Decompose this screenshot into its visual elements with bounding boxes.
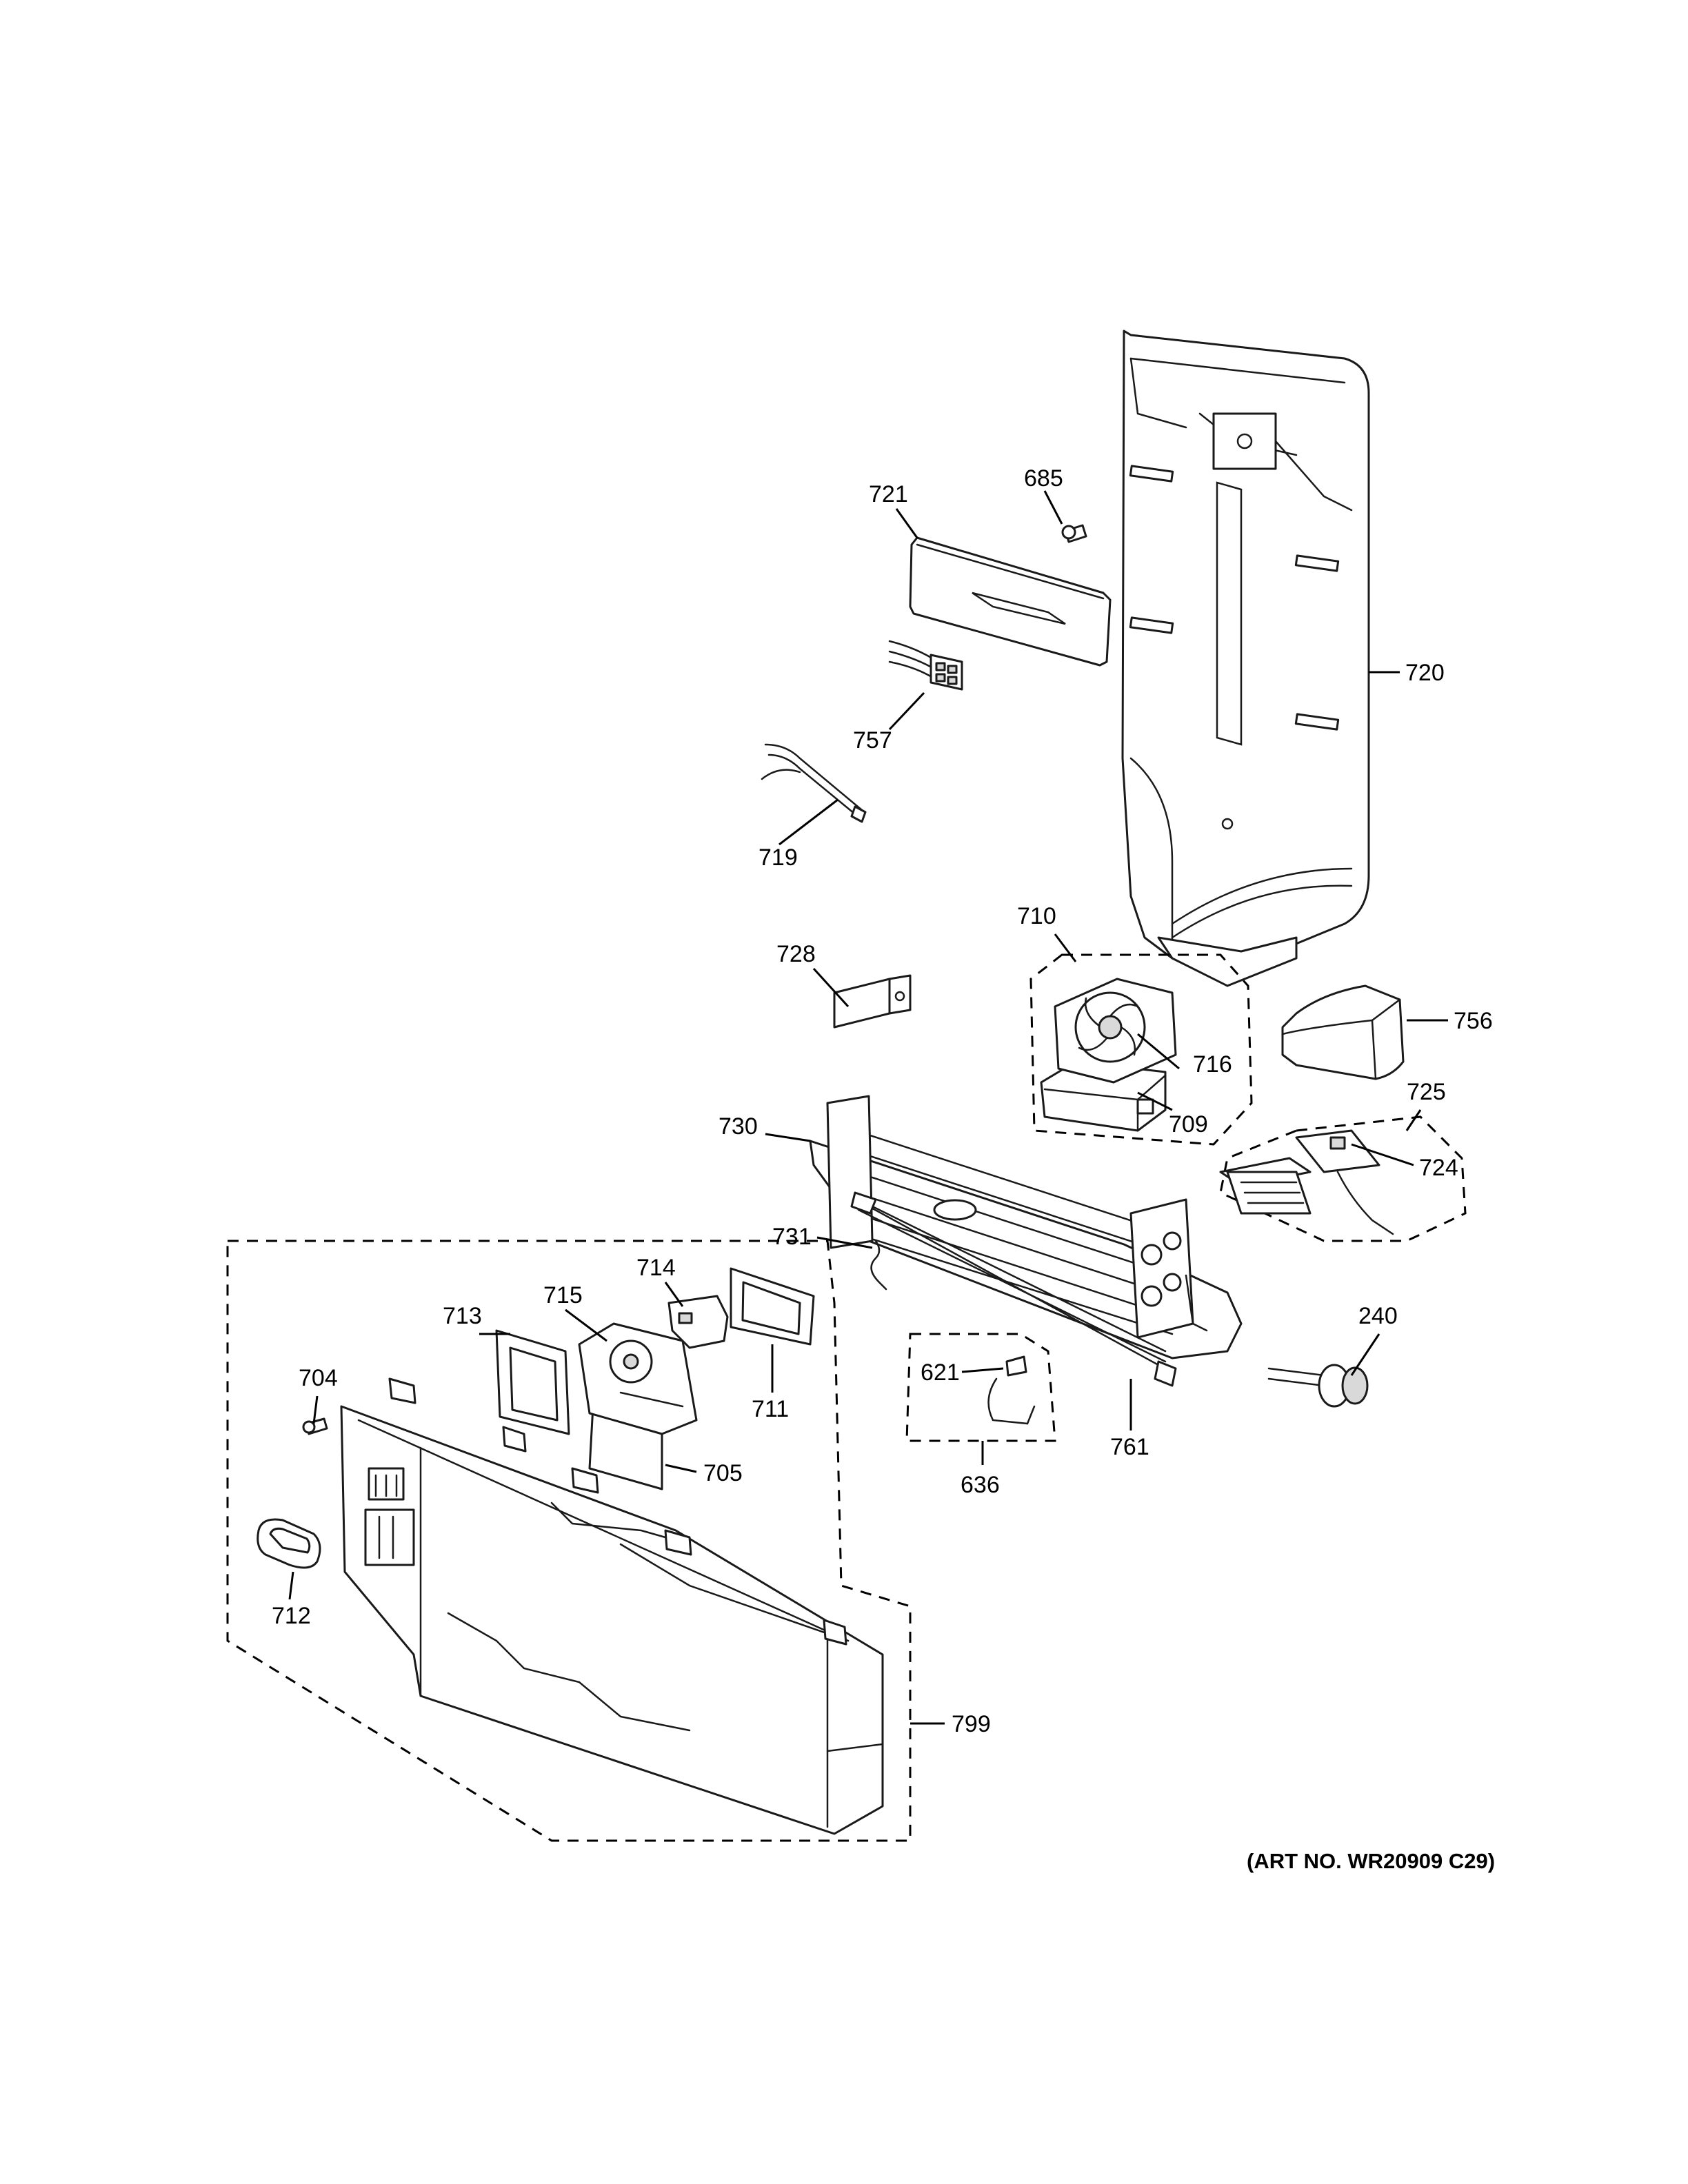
part-730-evaporator xyxy=(809,974,1243,1363)
part-715-damper xyxy=(578,1322,698,1435)
part-713-gasket xyxy=(495,1329,570,1435)
callout-709: 709 xyxy=(1169,1111,1208,1138)
callout-725: 725 xyxy=(1407,1079,1446,1105)
callout-720: 720 xyxy=(1405,660,1445,686)
leader-lines xyxy=(288,490,1448,1725)
part-685-screw xyxy=(1061,524,1087,543)
callout-714: 714 xyxy=(636,1255,676,1281)
part-731-clip xyxy=(870,1240,887,1291)
callout-711: 711 xyxy=(752,1396,789,1422)
callout-710: 710 xyxy=(1017,903,1056,929)
callout-715: 715 xyxy=(543,1282,583,1308)
part-712-grommet xyxy=(257,1518,321,1569)
part-725-heater-group xyxy=(1219,1115,1467,1242)
callout-705: 705 xyxy=(703,1460,743,1486)
callout-724: 724 xyxy=(1419,1155,1458,1181)
callout-761: 761 xyxy=(1110,1434,1149,1460)
part-719-probe xyxy=(761,743,867,823)
callout-240: 240 xyxy=(1358,1303,1398,1329)
art-number: (ART NO. WR20909 C29) xyxy=(1247,1849,1495,1873)
callout-621: 621 xyxy=(921,1359,960,1386)
part-799-duct-group xyxy=(226,1240,912,1842)
callout-719: 719 xyxy=(758,845,798,871)
part-757-wire-harness xyxy=(888,640,963,691)
callout-704: 704 xyxy=(299,1365,338,1391)
callout-799: 799 xyxy=(952,1711,991,1737)
callout-757: 757 xyxy=(853,727,892,754)
callout-716: 716 xyxy=(1193,1051,1232,1078)
part-711-seal xyxy=(730,1267,815,1346)
callout-labels: 721 685 720 757 719 710 728 756 716 709 … xyxy=(272,465,1493,1737)
part-240-thermostat xyxy=(1267,1364,1369,1408)
part-721-cover-plate xyxy=(909,536,1112,667)
part-704-screw xyxy=(302,1417,328,1435)
part-710-fan-group xyxy=(1029,953,1253,1146)
callout-728: 728 xyxy=(776,941,816,967)
part-720-evaporator-cover xyxy=(1121,330,1370,987)
callout-731: 731 xyxy=(772,1224,812,1250)
callout-730: 730 xyxy=(719,1113,758,1140)
callout-756: 756 xyxy=(1454,1008,1493,1034)
callout-712: 712 xyxy=(272,1603,311,1629)
callout-721: 721 xyxy=(869,481,908,507)
callout-636: 636 xyxy=(961,1472,1000,1498)
part-636-clip-group xyxy=(905,1333,1056,1442)
callout-685: 685 xyxy=(1024,465,1063,492)
part-714-bracket xyxy=(667,1295,729,1349)
part-756-cover-cap xyxy=(1281,984,1405,1080)
part-761-heater xyxy=(850,1191,1177,1387)
callout-713: 713 xyxy=(443,1303,482,1329)
